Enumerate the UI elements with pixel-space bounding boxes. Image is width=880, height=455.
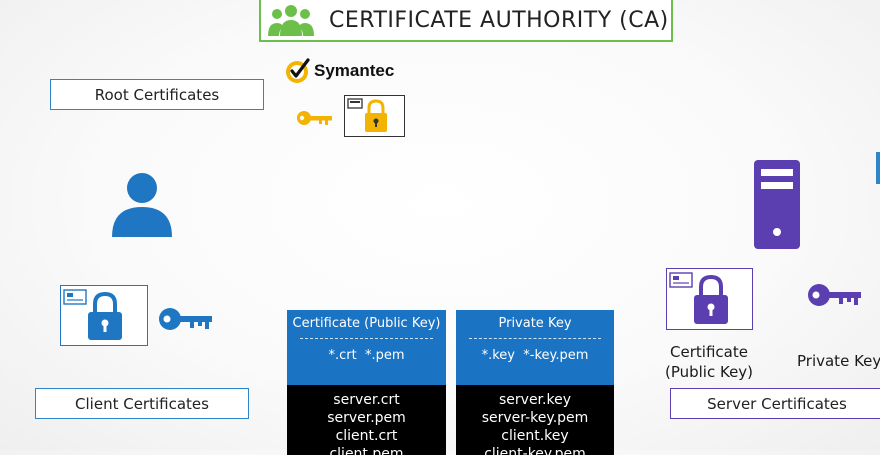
symantec-logo: Symantec xyxy=(284,57,394,85)
list-item: server-key.pem xyxy=(481,410,589,426)
server-certificate-caption: Certificate (Public Key) xyxy=(664,342,754,382)
public-key-table-title: Certificate (Public Key) xyxy=(292,316,441,331)
list-item: client.pem xyxy=(329,446,404,455)
public-key-extensions: *.crt *.pem xyxy=(328,348,405,363)
list-item: server.pem xyxy=(327,410,406,426)
client-lock-icon xyxy=(63,289,122,340)
caption-line: Certificate xyxy=(670,343,748,361)
edge-accent xyxy=(876,152,880,184)
root-lock-icon xyxy=(347,98,387,132)
private-key-table: Private Key *.key *-key.pem server.key s… xyxy=(456,310,614,455)
symantec-check-logo xyxy=(286,58,310,83)
group-icon xyxy=(268,5,314,36)
server-key-icon xyxy=(808,284,861,306)
list-item: server.crt xyxy=(333,392,400,408)
symantec-name: Symantec xyxy=(314,61,395,80)
private-key-extensions: *.key *-key.pem xyxy=(481,348,589,363)
server-private-key-caption: Private Key xyxy=(797,352,880,370)
server-certificates-label: Server Certificates xyxy=(670,388,880,419)
list-item: client-key.pem xyxy=(484,446,586,455)
public-key-table-header: Certificate (Public Key) *.crt *.pem xyxy=(287,310,446,385)
list-item: client.crt xyxy=(335,428,398,444)
divider xyxy=(468,338,602,339)
private-key-file-list: server.key server-key.pem client.key cli… xyxy=(456,385,614,455)
client-certificates-label: Client Certificates xyxy=(35,388,249,419)
public-key-table: Certificate (Public Key) *.crt *.pem ser… xyxy=(287,310,446,455)
ca-title: CERTIFICATE AUTHORITY (CA) xyxy=(329,7,669,33)
divider xyxy=(299,338,434,339)
server-certificates-text: Server Certificates xyxy=(707,394,847,413)
client-certificate-icon xyxy=(60,285,148,346)
server-icon xyxy=(754,160,800,249)
root-certificate-icon xyxy=(344,95,405,137)
root-certificates-text: Root Certificates xyxy=(94,85,220,104)
client-certificates-text: Client Certificates xyxy=(75,394,209,413)
private-key-table-header: Private Key *.key *-key.pem xyxy=(456,310,614,385)
root-certificates-label: Root Certificates xyxy=(50,79,264,110)
ca-header: CERTIFICATE AUTHORITY (CA) xyxy=(259,0,673,42)
private-key-table-title: Private Key xyxy=(498,316,572,331)
server-certificate-icon xyxy=(666,268,753,330)
root-key-icon xyxy=(297,111,332,125)
client-key-icon xyxy=(159,308,212,330)
list-item: client.key xyxy=(501,428,569,444)
caption-line: (Public Key) xyxy=(664,363,754,381)
server-lock-icon xyxy=(669,272,728,324)
public-key-file-list: server.crt server.pem client.crt client.… xyxy=(287,385,446,455)
user-icon xyxy=(112,173,172,237)
list-item: server.key xyxy=(499,392,571,408)
